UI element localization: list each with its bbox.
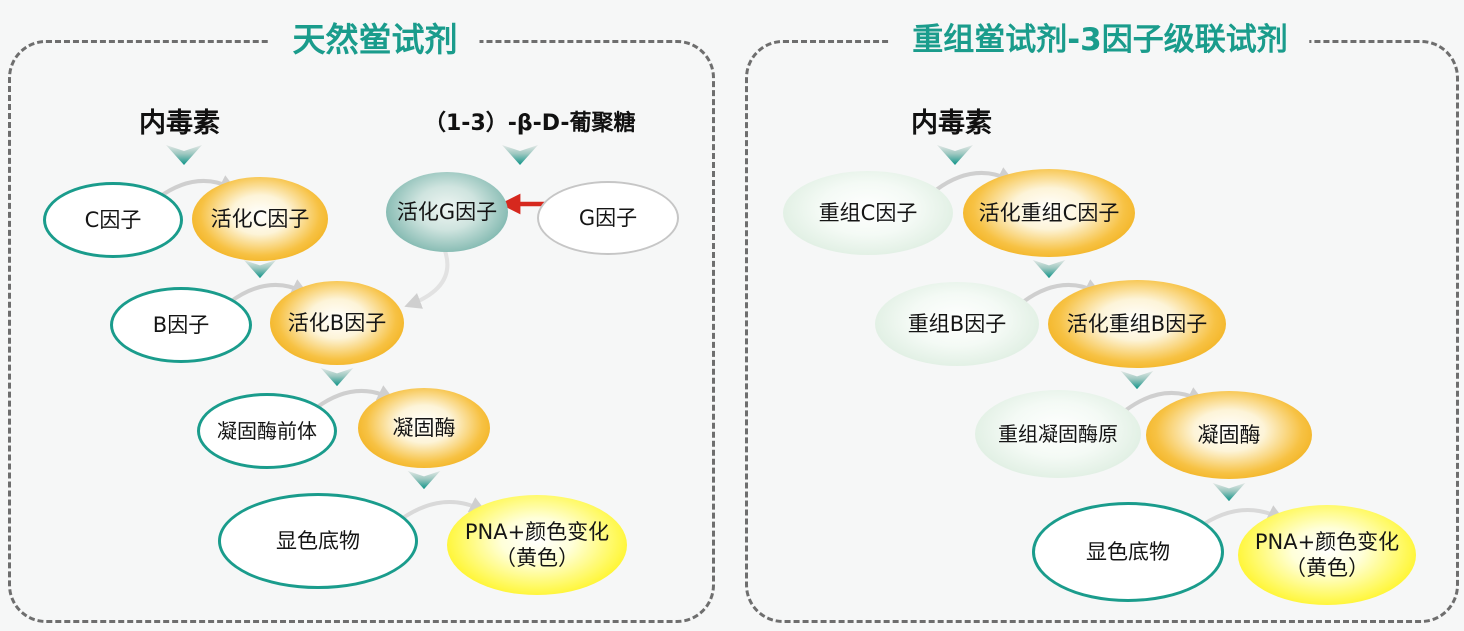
down-arrow-icon [502, 145, 538, 165]
node-pna-color-change-left: PNA+颜色变化 （黄色） [447, 495, 627, 595]
down-arrow-icon [937, 145, 973, 165]
down-arrow-icon [407, 470, 441, 490]
curved-arrow-icon [404, 249, 450, 309]
node-activated-factor-g: 活化G因子 [386, 172, 508, 252]
curved-arrow-icon [314, 385, 395, 410]
curved-arrow-icon [398, 497, 487, 522]
down-arrow-icon [1120, 370, 1154, 390]
down-arrow-icon [1212, 482, 1246, 502]
endotoxin-label-right: 内毒素 [911, 108, 992, 139]
node-recombinant-factor-c: 重组C因子 [783, 171, 953, 255]
node-chromogenic-substrate-right: 显色底物 [1032, 502, 1224, 602]
pna-line2: （黄色） [1285, 556, 1369, 580]
node-activated-recombinant-factor-b: 活化重组B因子 [1048, 280, 1226, 368]
down-arrow-icon [243, 259, 277, 279]
node-proclotting-enzyme: 凝固酶前体 [197, 393, 337, 469]
node-activated-recombinant-factor-c: 活化重组C因子 [963, 169, 1135, 257]
right-panel-title: 重组鲎试剂-3因子级联试剂 [890, 18, 1310, 62]
node-pna-color-change-right: PNA+颜色变化 （黄色） [1238, 505, 1416, 605]
node-activated-factor-b: 活化B因子 [270, 281, 404, 365]
node-clotting-enzyme-left: 凝固酶 [358, 388, 490, 468]
node-activated-factor-c: 活化C因子 [192, 177, 328, 261]
pna-line2: （黄色） [495, 546, 579, 570]
node-factor-g: G因子 [537, 181, 679, 255]
left-panel-title: 天然鲎试剂 [270, 18, 480, 62]
red-arrow-icon [499, 193, 546, 215]
node-factor-b: B因子 [110, 287, 252, 363]
endotoxin-label-left: 内毒素 [139, 108, 220, 139]
node-clotting-enzyme-right: 凝固酶 [1146, 391, 1312, 479]
down-arrow-icon [1032, 259, 1066, 279]
node-recombinant-proclotting-enzyme: 重组凝固酶原 [975, 390, 1141, 478]
node-recombinant-factor-b: 重组B因子 [875, 282, 1039, 366]
down-arrow-icon [166, 145, 202, 165]
node-factor-c: C因子 [43, 182, 183, 258]
node-chromogenic-substrate-left: 显色底物 [218, 493, 418, 589]
down-arrow-icon [320, 367, 354, 387]
pna-line1: PNA+颜色变化 [1254, 529, 1400, 554]
glucan-label: （1-3）-β-D-葡聚糖 [424, 111, 636, 136]
pna-line1: PNA+颜色变化 [464, 519, 610, 544]
